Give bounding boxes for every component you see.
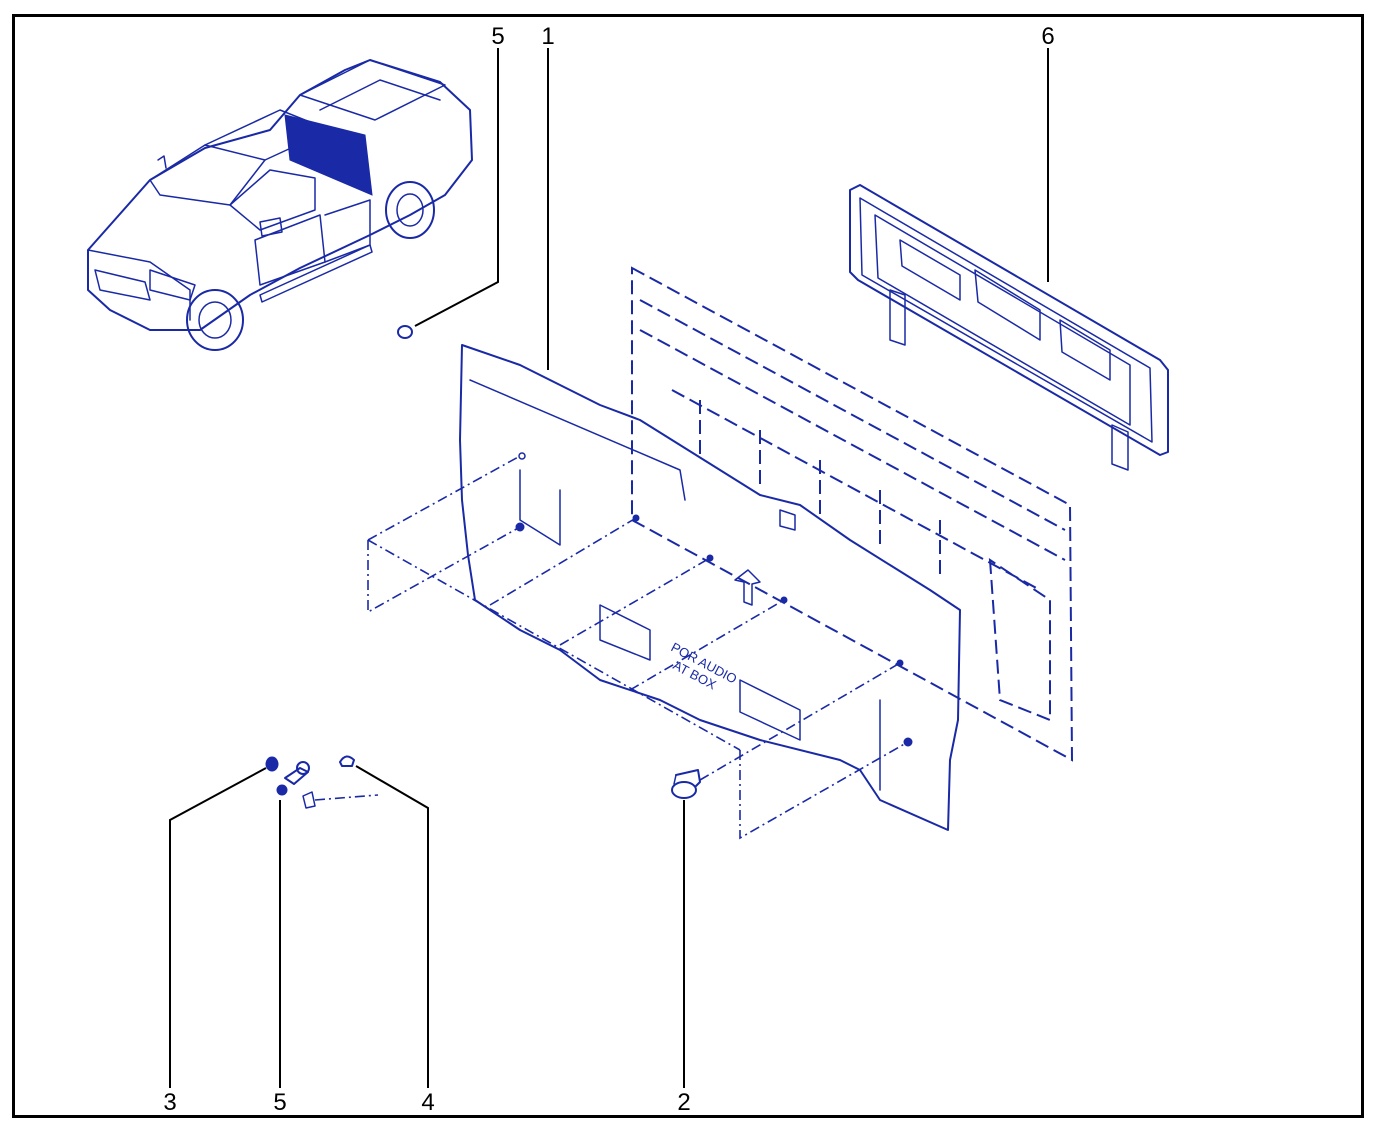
part-6-rear-trim-panel [849,184,1169,471]
part-2-push-clip [671,769,701,799]
callout-1: 1 [541,23,554,50]
highlighted-partition [284,114,373,196]
part-5-bottom-bolt-assembly [276,761,379,809]
projection-lines [367,455,909,840]
leader-3 [169,767,267,1088]
rear-body-phantom [631,266,1074,762]
callout-3: 3 [163,1089,176,1116]
callout-leaders [169,48,1049,1088]
part-1-partition-panel: POR AUDIO AT BOX [459,344,961,831]
part-3-grommet [265,756,279,772]
callout-4: 4 [421,1089,434,1116]
leader-4 [355,765,429,1088]
part-4-cap [339,755,355,767]
callout-5-bottom: 5 [273,1089,286,1116]
callout-2: 2 [677,1089,690,1116]
part-5-top-clip [397,325,413,339]
callout-labels: 5 1 6 3 5 4 2 [163,23,1054,1116]
vehicle-locator-illustration [87,59,473,351]
callout-5-top: 5 [491,23,504,50]
leader-5-top [414,48,499,327]
callout-6: 6 [1041,23,1054,50]
